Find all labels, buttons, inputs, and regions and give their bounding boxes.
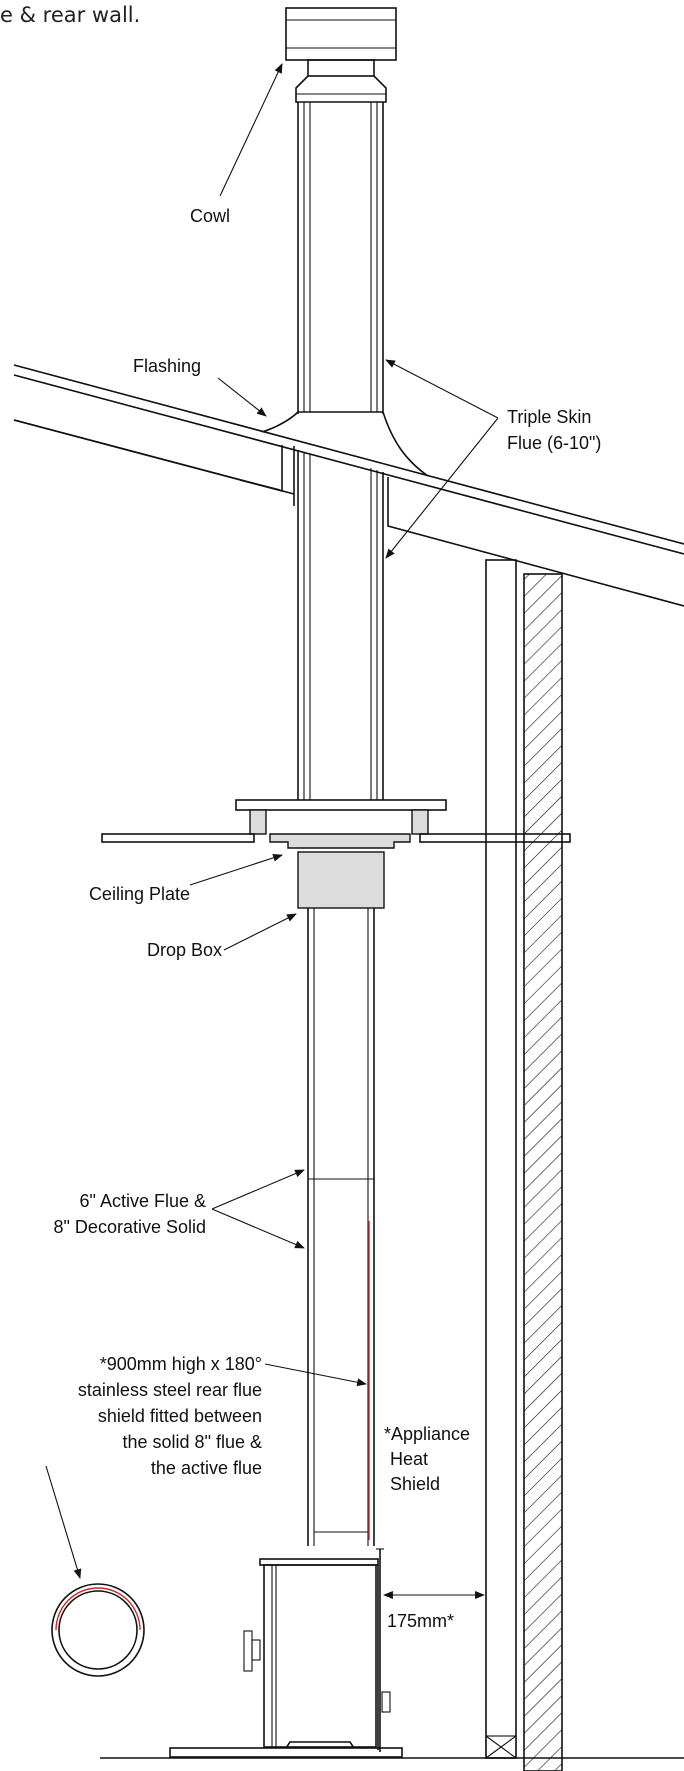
label-active-flue-2: 8" Decorative Solid [54,1217,206,1237]
flashing [261,411,429,477]
label-active-flue-1: 6" Active Flue & [80,1191,206,1211]
label-cowl: Cowl [190,206,230,226]
cowl [285,7,397,103]
leader-lines [45,63,499,1599]
label-triple-skin-1: Triple Skin [507,407,591,427]
label-appliance-3: Shield [390,1474,440,1494]
label-appliance-2: Heat [390,1449,428,1469]
label-shield-2: stainless steel rear flue [78,1380,262,1400]
label-shield-4: the solid 8" flue & [123,1432,262,1452]
ceiling-support [101,799,571,849]
heading-text: e & rear wall. [0,3,140,27]
flue-attic [297,450,384,800]
label-flashing: Flashing [133,356,201,376]
flue-upper [297,102,384,414]
label-shield-5: the active flue [151,1458,262,1478]
stove [169,1548,403,1758]
shield-section [51,1583,145,1677]
roof [13,364,684,607]
drop-box [297,851,385,909]
label-ceiling-plate: Ceiling Plate [89,884,190,904]
label-shield-3: shield fitted between [98,1406,262,1426]
room-flue [307,908,375,1546]
label-appliance-1: *Appliance [384,1424,470,1444]
label-drop-box: Drop Box [147,940,222,960]
label-shield-1: *900mm high x 180° [100,1354,262,1374]
label-triple-skin-2: Flue (6-10") [507,433,601,453]
label-clearance: 175mm* [387,1611,454,1631]
rear-wall [485,559,563,1771]
